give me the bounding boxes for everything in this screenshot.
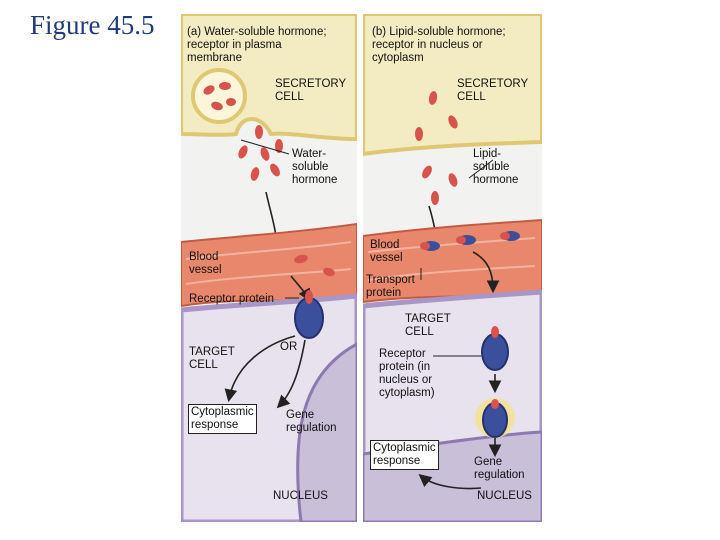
- hormone-molecule: [270, 163, 280, 177]
- transport-protein-label: Transport protein: [366, 274, 415, 299]
- response-arrow-cytoplasm: [224, 335, 296, 403]
- figure-title: Figure 45.5: [30, 10, 155, 40]
- hormone-molecule: [456, 236, 466, 244]
- nucleus-label: NUCLEUS: [273, 490, 328, 502]
- hormone-label: Lipid- soluble hormone: [473, 148, 519, 186]
- secretory-vesicle: [191, 68, 247, 124]
- leader-line: [468, 159, 494, 179]
- hormone-molecule: [255, 125, 263, 139]
- hormone-molecule: [491, 326, 499, 338]
- hormone-molecule: [226, 98, 236, 106]
- hormone-molecule: [275, 139, 283, 153]
- panel-water-soluble: (a) Water-soluble hormone; receptor in p…: [181, 14, 357, 522]
- panel-a-illustration: [181, 14, 357, 522]
- hormone-molecule: [294, 254, 308, 264]
- response-arrow-cytoplasm: [418, 473, 482, 490]
- receptor-protein-label: Receptor protein (in nucleus or cytoplas…: [379, 348, 435, 399]
- hormone-molecule: [238, 145, 248, 159]
- hormone-molecule: [203, 85, 215, 95]
- hormone-molecule: [448, 173, 458, 187]
- hormone-molecule: [323, 267, 335, 277]
- panel-b-heading: (b) Lipid-soluble hormone; receptor in n…: [372, 26, 506, 64]
- panel-lipid-soluble: (b) Lipid-soluble hormone; receptor in n…: [363, 14, 542, 522]
- target-cell-label: TARGET CELL: [189, 346, 235, 371]
- hormone-molecule: [260, 147, 270, 161]
- gene-regulation-label: Gene regulation: [474, 456, 525, 481]
- panel-a-heading: (a) Water-soluble hormone; receptor in p…: [187, 26, 327, 64]
- blood-vessel-label: Blood vessel: [189, 251, 222, 276]
- blood-vessel: [181, 222, 357, 308]
- blood-vessel-label: Blood vessel: [370, 239, 403, 264]
- hormone-molecule: [500, 232, 510, 240]
- hormone-molecule: [491, 399, 499, 409]
- leader-line: [240, 139, 290, 155]
- hormone-molecule: [448, 115, 458, 129]
- hormone-molecule: [420, 242, 430, 250]
- receptor-protein: [481, 333, 509, 371]
- nucleus: [296, 342, 357, 522]
- gene-regulation-label: Gene regulation: [286, 409, 337, 434]
- hormone-molecule: [422, 165, 432, 179]
- response-arrow-gene: [276, 339, 306, 409]
- secretory-cell-label: SECRETORY CELL: [275, 78, 347, 103]
- hormone-molecule: [431, 191, 439, 205]
- hormone-molecule: [305, 290, 313, 304]
- hormone-exit-arrow: [472, 251, 500, 294]
- hormone-molecule: [415, 127, 423, 141]
- cytoplasmic-response-label: Cytoplasmic response: [188, 404, 257, 434]
- secretory-cell-label: SECRETORY CELL: [457, 78, 529, 103]
- target-cell-label: TARGET CELL: [405, 313, 451, 338]
- hormone-molecule: [428, 91, 438, 105]
- hormone-molecule: [219, 82, 231, 90]
- cytoplasmic-response-label: Cytoplasmic response: [370, 440, 439, 470]
- hormone-molecule: [250, 167, 260, 181]
- nucleus-label: NUCLEUS: [477, 490, 532, 502]
- or-label: OR: [280, 341, 298, 353]
- secretory-cell-membrane: [363, 14, 542, 157]
- hormone-molecule: [211, 101, 223, 111]
- receptor-protein-label: Receptor protein: [189, 293, 275, 305]
- hormone-label: Water- soluble hormone: [292, 148, 338, 186]
